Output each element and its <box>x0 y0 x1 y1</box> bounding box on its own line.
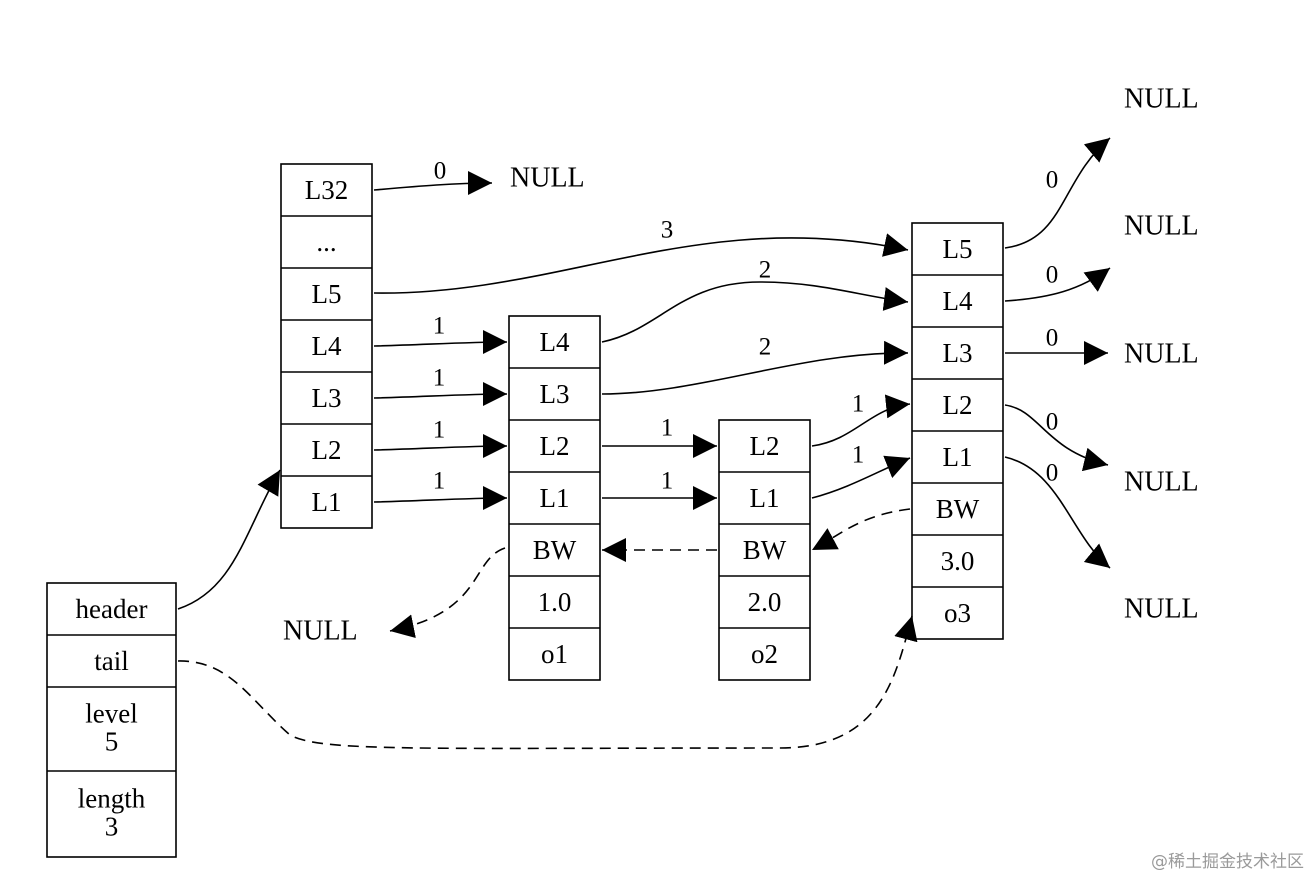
node-o1-level-3: L3 <box>540 379 570 409</box>
edge-label-header-l5: 3 <box>661 217 674 244</box>
node-o3-score: 3.0 <box>941 546 975 576</box>
node-o2-level-1: L1 <box>750 483 780 513</box>
null-label-o3-l5: NULL <box>1124 84 1199 115</box>
edge-header-l32 <box>373 171 493 196</box>
edge-label-header-l4: 1 <box>433 313 446 340</box>
edge-node1-l3 <box>601 340 909 395</box>
node-o1: L4 L3 L2 L1 BW 1.0 o1 <box>508 315 601 681</box>
edge-label-header-l2: 1 <box>433 417 446 444</box>
edge-label-node2-l1: 1 <box>852 442 865 469</box>
header-node-level-3: L3 <box>312 383 342 413</box>
null-label-header-l32: NULL <box>510 163 585 194</box>
edge-node3-l2 <box>1004 404 1109 472</box>
null-label-o3-l3: NULL <box>1124 339 1199 370</box>
null-label-o3-l4: NULL <box>1124 211 1199 242</box>
node-o3-level-3: L3 <box>943 338 973 368</box>
edge-node3-backward <box>811 508 911 551</box>
header-node-level-1: L1 <box>312 487 342 517</box>
header-node-level-4: L4 <box>312 331 342 361</box>
skiplist-tail-field: tail <box>94 646 129 676</box>
edge-skiplist-tail <box>177 615 918 750</box>
edge-node2-l2 <box>811 394 911 447</box>
edge-label-node3-l1: 0 <box>1046 460 1059 487</box>
edge-label-node3-l5: 0 <box>1046 167 1059 194</box>
header-node-level-2: L2 <box>312 435 342 465</box>
edge-label-node3-l3: 0 <box>1046 325 1059 352</box>
node-o1-level-4: L4 <box>540 327 570 357</box>
node-o2-level-2: L2 <box>750 431 780 461</box>
edge-header-l3 <box>373 382 508 407</box>
edge-node1-backward <box>389 547 506 639</box>
node-o2-score: 2.0 <box>748 587 782 617</box>
node-o3-level-2: L2 <box>943 390 973 420</box>
node-o3: L5 L4 L3 L2 L1 BW 3.0 o3 <box>911 222 1004 640</box>
edge-skiplist-header <box>177 469 281 610</box>
edge-label-node3-l4: 0 <box>1046 262 1059 289</box>
edge-header-l4 <box>373 330 508 355</box>
header-node: L32 ... L5 L4 L3 L2 L1 <box>280 163 373 529</box>
null-label-o3-l2: NULL <box>1124 467 1199 498</box>
edge-label-header-l32: 0 <box>434 158 447 185</box>
node-o3-level-4: L4 <box>943 286 973 316</box>
edge-node3-l4 <box>1004 267 1111 302</box>
node-o3-backward: BW <box>936 494 980 524</box>
edge-label-header-l3: 1 <box>433 365 446 392</box>
edge-node1-l4 <box>601 281 909 343</box>
edge-header-l2 <box>373 434 508 459</box>
edge-node3-l1 <box>1004 456 1111 569</box>
header-node-level-5: L5 <box>312 279 342 309</box>
header-node-ellipsis: ... <box>316 227 336 257</box>
watermark: @稀土掘金技术社区 <box>1151 852 1304 872</box>
node-o1-score: 1.0 <box>538 587 572 617</box>
edge-label-node1-l4: 2 <box>759 257 772 284</box>
edge-label-node1-l2: 1 <box>661 415 674 442</box>
edge-label-node3-l2: 0 <box>1046 409 1059 436</box>
null-label-backward: NULL <box>283 616 358 647</box>
edge-label-node2-l2: 1 <box>852 391 865 418</box>
node-o2-backward: BW <box>743 535 787 565</box>
edge-node3-l5 <box>1004 137 1111 249</box>
header-node-level-32: L32 <box>305 175 349 205</box>
edge-label-header-l1: 1 <box>433 468 446 495</box>
skiplist-header-field: header <box>76 594 148 624</box>
edge-label-node1-l1: 1 <box>661 468 674 495</box>
node-o3-object: o3 <box>944 598 971 628</box>
edge-label-node1-l3: 2 <box>759 334 772 361</box>
node-o2-object: o2 <box>751 639 778 669</box>
node-o3-level-1: L1 <box>943 442 973 472</box>
null-label-o3-l1: NULL <box>1124 594 1199 625</box>
node-o1-level-1: L1 <box>540 483 570 513</box>
node-o1-backward: BW <box>533 535 577 565</box>
edge-node2-l1 <box>811 455 911 499</box>
node-o3-level-5: L5 <box>943 234 973 264</box>
node-o1-level-2: L2 <box>540 431 570 461</box>
node-o2: L2 L1 BW 2.0 o2 <box>718 419 811 681</box>
edge-header-l1 <box>373 486 508 511</box>
node-o1-object: o1 <box>541 639 568 669</box>
edge-header-l5 <box>373 233 909 294</box>
